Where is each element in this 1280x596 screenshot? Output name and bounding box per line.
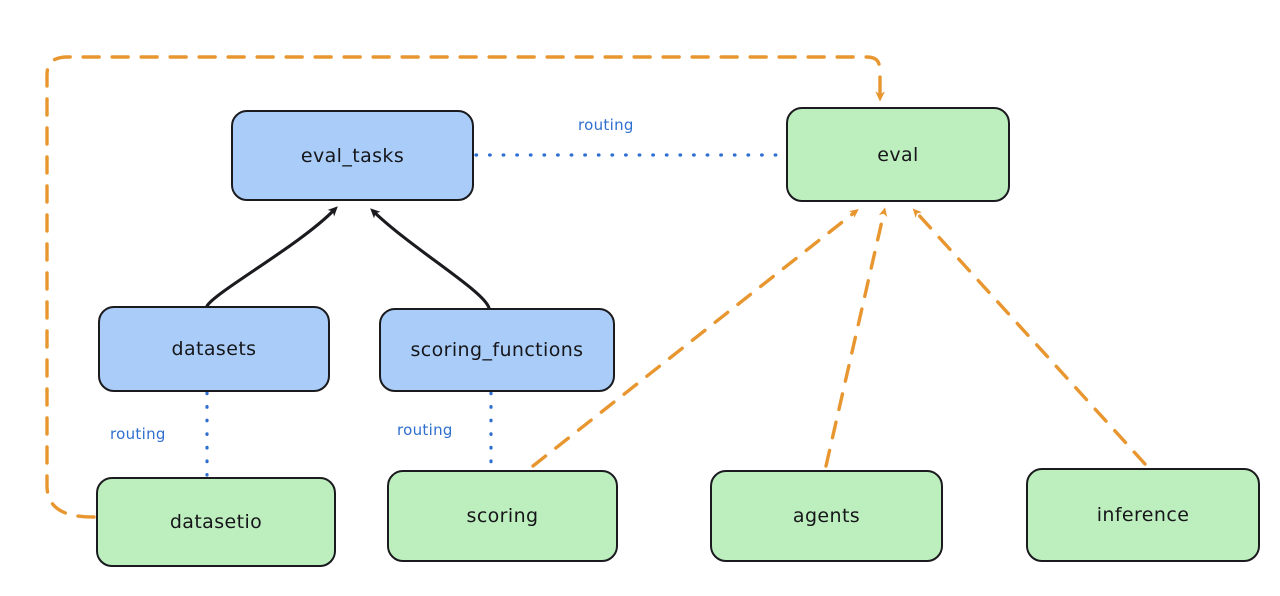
edge-scoring-functions-to-eval-tasks bbox=[370, 208, 491, 310]
node-scoring-functions[interactable]: scoring_functions bbox=[379, 308, 615, 392]
node-datasets-label: datasets bbox=[171, 338, 257, 360]
edge-datasets-to-eval-tasks bbox=[205, 206, 338, 308]
node-scoring-label: scoring bbox=[466, 505, 539, 527]
node-datasetio[interactable]: datasetio bbox=[96, 477, 336, 567]
edge-agents-to-eval-dependency bbox=[824, 207, 888, 468]
node-eval[interactable]: eval bbox=[786, 107, 1010, 202]
node-eval-tasks[interactable]: eval_tasks bbox=[231, 110, 474, 201]
node-datasetio-label: datasetio bbox=[169, 511, 263, 533]
node-agents[interactable]: agents bbox=[710, 470, 943, 562]
node-inference-label: inference bbox=[1096, 504, 1190, 526]
node-scoring-functions-label: scoring_functions bbox=[410, 339, 584, 361]
node-datasets[interactable]: datasets bbox=[98, 306, 330, 392]
edge-inference-to-eval-dependency bbox=[912, 208, 1147, 466]
edge-label-routing-scoring: routing bbox=[397, 421, 453, 439]
edge-label-routing-datasetio: routing bbox=[110, 425, 166, 443]
node-inference[interactable]: inference bbox=[1026, 468, 1260, 562]
node-scoring[interactable]: scoring bbox=[387, 470, 618, 562]
node-eval-tasks-label: eval_tasks bbox=[300, 144, 405, 167]
node-agents-label: agents bbox=[792, 505, 861, 527]
node-eval-label: eval bbox=[877, 143, 919, 166]
edge-label-routing-eval: routing bbox=[578, 116, 634, 134]
